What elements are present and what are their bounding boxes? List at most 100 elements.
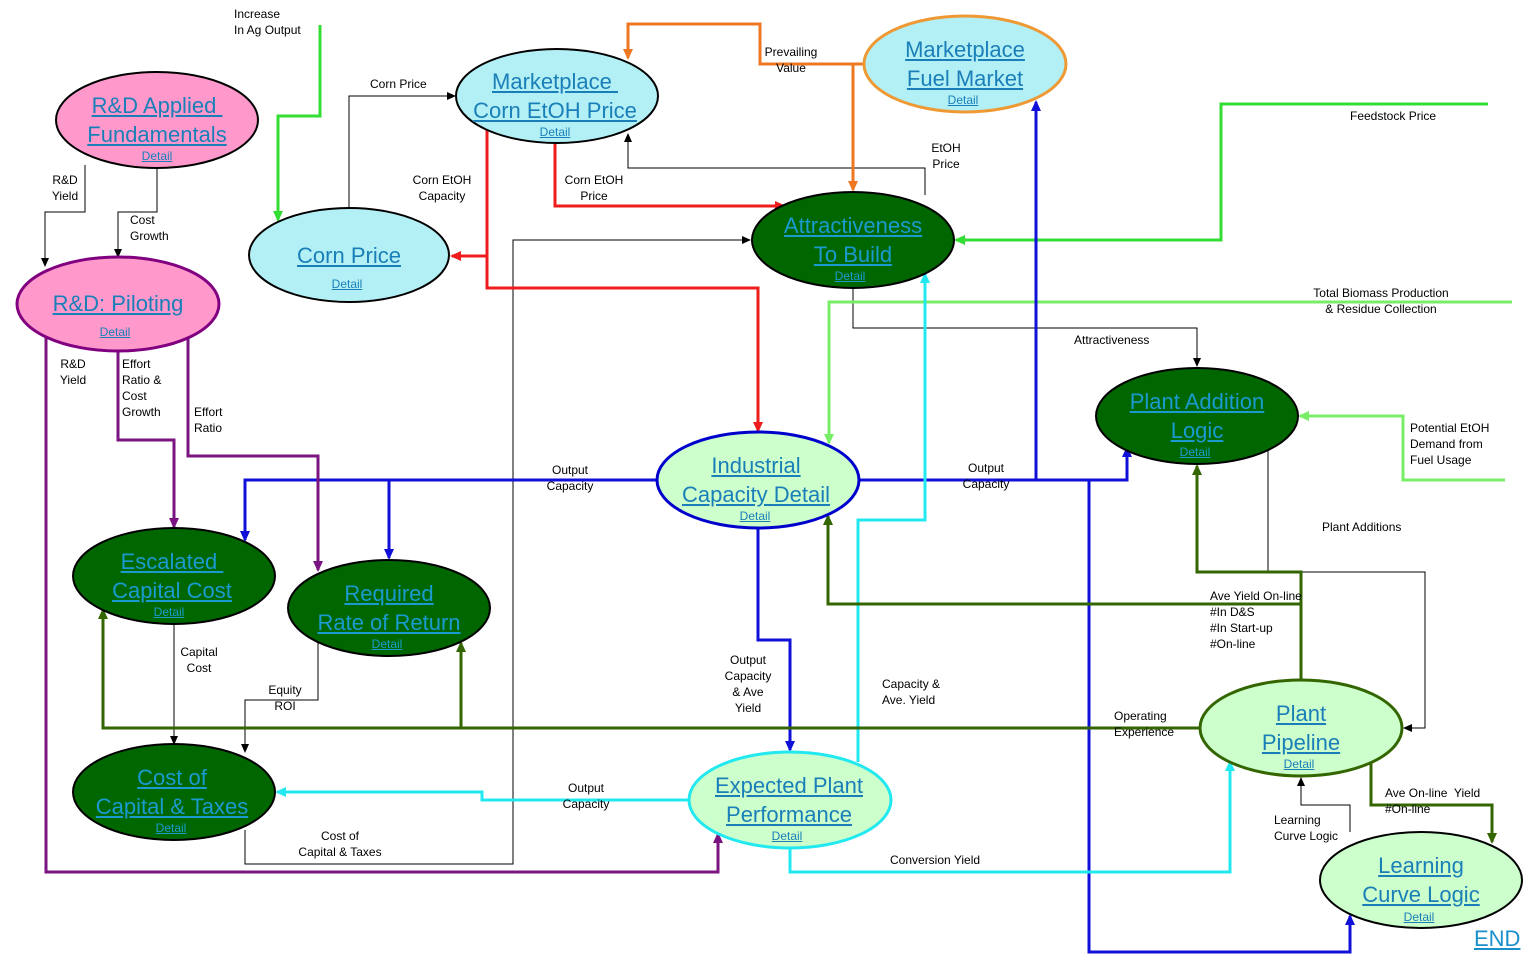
node-learning-detail-link[interactable]: Detail: [1403, 910, 1435, 924]
node-attract-detail-link[interactable]: Detail: [834, 269, 866, 283]
label-rd-yield-2: R&D Yield: [59, 357, 87, 387]
arrow-pipeline-to-learning: [1369, 760, 1497, 844]
node-escalated-shape: [72, 527, 276, 625]
label-effort-ratio: Effort Ratio: [194, 405, 223, 435]
label-cost-growth: Cost Growth: [130, 213, 169, 243]
node-corn-price-detail-link[interactable]: Detail: [331, 277, 363, 291]
node-required-title[interactable]: Required Rate of Return: [317, 581, 461, 635]
arrow-equity-roi-to-cost-cap: [241, 643, 319, 753]
node-required-shape: [287, 559, 491, 657]
label-output-cap-ave-yield: Output Capacity & Ave Yield: [724, 653, 772, 715]
label-equity-roi: Equity ROI: [268, 683, 302, 713]
label-conversion-yield: Conversion Yield: [890, 853, 981, 867]
node-attract-shape: [751, 191, 955, 289]
label-effort-ratio-cost: Effort Ratio & Cost Growth: [122, 357, 162, 419]
node-pipeline-detail-link[interactable]: Detail: [1283, 757, 1315, 771]
node-required-detail-link[interactable]: Detail: [371, 637, 403, 651]
arrow-learning-to-pipeline: [1297, 777, 1351, 832]
label-output-capacity-1: Output Capacity: [546, 463, 594, 493]
label-total-biomass: Total Biomass Production & Residue Colle…: [1313, 286, 1449, 316]
arrow-expected-to-pipeline: [788, 760, 1235, 874]
node-corn-price-title[interactable]: Corn Price: [297, 243, 401, 268]
label-corn-etoh-price: Corn EtOH Price: [564, 173, 624, 203]
label-potential-etoh: Potential EtOH Demand from Fuel Usage: [1410, 421, 1490, 467]
label-increase-ag: Increase In Ag Output: [234, 7, 301, 37]
arrow-plant-additions-to-pipeline: [1267, 450, 1426, 732]
node-plant-add-title[interactable]: Plant Addition Logic: [1129, 389, 1265, 443]
arrow-biomass-to-industrial: [824, 300, 1512, 445]
node-plant-add-shape: [1095, 367, 1299, 465]
arrow-rd-yield-to-piloting: [41, 165, 86, 267]
node-cost-cap-title[interactable]: Cost of Capital & Taxes: [95, 765, 249, 819]
arrow-pipeline-to-industrial: [823, 514, 1301, 606]
label-prevailing-value: Prevailing Value: [764, 45, 818, 75]
arrow-industrial-to-plant-add: [859, 446, 1132, 482]
node-mkt-corn-shape: [455, 48, 659, 144]
arrow-piloting-to-expected: [44, 338, 723, 874]
arrow-pipeline-to-escalated: [98, 608, 1200, 730]
arrow-expected-to-cost-cap: [275, 787, 688, 802]
arrow-piloting-to-required: [186, 338, 323, 572]
arrow-pipeline-to-plant-add: [1192, 464, 1303, 680]
label-corn-etoh-capacity: Corn EtOH Capacity: [412, 173, 472, 203]
label-corn-price-arrow: Corn Price: [370, 77, 427, 91]
label-output-capacity-3: Output Capacity: [562, 781, 610, 811]
node-rd-applied-shape: [55, 71, 259, 169]
label-ave-online-yield: Ave On-line Yield #On-line: [1385, 786, 1481, 816]
label-output-capacity-2: Output Capacity: [962, 461, 1010, 491]
node-plant-add-detail-link[interactable]: Detail: [1179, 445, 1211, 459]
arrow-piloting-to-escalated: [116, 338, 179, 529]
arrow-industrial-to-learning: [1087, 480, 1355, 954]
node-escalated-detail-link[interactable]: Detail: [153, 605, 185, 619]
node-rd-piloting-title[interactable]: R&D: Piloting: [52, 291, 184, 316]
node-expected-shape: [687, 750, 893, 850]
node-rd-applied-title[interactable]: R&D Applied Fundamentals: [87, 93, 227, 147]
node-learning-shape: [1319, 831, 1523, 929]
label-capacity-ave-yield: Capacity & Ave. Yield: [882, 677, 941, 707]
node-rd-applied-detail-link[interactable]: Detail: [141, 149, 173, 163]
node-learning-title[interactable]: Learning Curve Logic: [1362, 853, 1480, 907]
node-escalated-title[interactable]: Escalated Capital Cost: [112, 549, 232, 603]
node-rd-piloting-detail-link[interactable]: Detail: [99, 325, 131, 339]
node-cost-cap-shape: [72, 743, 276, 841]
node-mkt-corn-title[interactable]: Marketplace Corn EtOH Price: [473, 69, 637, 123]
node-rd-piloting-shape: [15, 255, 221, 353]
arrow-industrial-to-expected: [756, 528, 795, 752]
arrow-expected-to-attract: [856, 272, 930, 762]
node-mkt-fuel-shape: [862, 14, 1068, 114]
node-pipeline-title[interactable]: Plant Pipeline: [1261, 701, 1341, 755]
node-mkt-corn-detail-link[interactable]: Detail: [539, 125, 571, 139]
node-industrial-detail-link[interactable]: Detail: [739, 509, 771, 523]
node-mkt-fuel-detail-link[interactable]: Detail: [947, 93, 979, 107]
label-plant-additions: Plant Additions: [1322, 520, 1402, 534]
arrow-mkt-corn-to-attract: [553, 144, 786, 211]
node-cost-cap-detail-link[interactable]: Detail: [155, 821, 187, 835]
arrow-fuel-to-mkt-corn: [623, 22, 863, 66]
node-expected-title[interactable]: Expected Plant Performance: [715, 773, 863, 827]
label-ave-yield-online: Ave Yield On-line #In D&S #In Start-up #…: [1210, 589, 1302, 651]
node-expected-detail-link[interactable]: Detail: [771, 829, 803, 843]
arrow-cost-cap-to-attract: [244, 236, 751, 865]
label-capital-cost: Capital Cost: [180, 645, 218, 675]
arrow-industrial-to-escalated: [240, 478, 656, 542]
arrow-corn-price-to-mkt-corn: [348, 92, 456, 207]
label-etoh-price: EtOH Price: [931, 141, 961, 171]
node-mkt-fuel-title[interactable]: Marketplace Fuel Market: [905, 37, 1025, 91]
arrow-mkt-corn-to-industrial: [485, 256, 763, 433]
node-industrial-shape: [655, 430, 861, 530]
node-pipeline-shape: [1198, 678, 1404, 778]
label-rd-yield-1: R&D Yield: [51, 173, 79, 203]
end-link[interactable]: END: [1474, 926, 1521, 951]
arrow-feedstock-to-attract: [954, 102, 1488, 245]
arrow-attractiveness-to-plant-add: [852, 288, 1201, 367]
arrow-etoh-price-to-mkt-corn: [624, 133, 926, 195]
node-industrial-title[interactable]: Industrial Capacity Detail: [682, 453, 830, 507]
arrow-cost-growth-to-piloting: [114, 168, 158, 258]
node-attract-title[interactable]: Attractiveness To Build: [783, 213, 923, 267]
label-operating-experience: Operating Experience: [1114, 709, 1175, 739]
label-learning-curve-logic: Learning Curve Logic: [1274, 813, 1339, 843]
arrow-increase-ag-to-corn-price: [273, 25, 322, 222]
label-feedstock-price: Feedstock Price: [1350, 109, 1437, 123]
label-cost-of-capital-taxes: Cost of Capital & Taxes: [298, 829, 382, 859]
